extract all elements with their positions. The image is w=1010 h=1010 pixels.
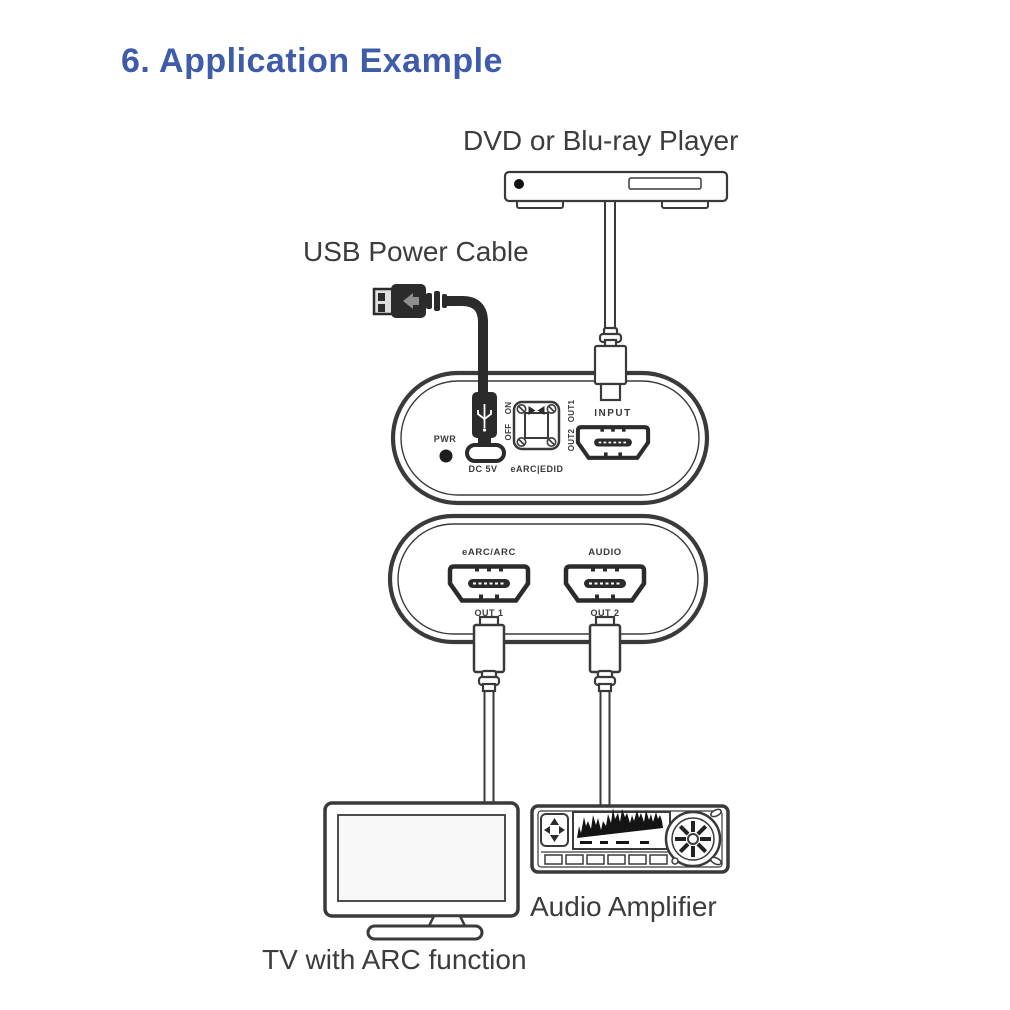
hdmi-out2-connector (588, 615, 622, 811)
dvd-player-label: DVD or Blu-ray Player (463, 125, 739, 156)
hdmi-input-port (578, 427, 648, 458)
tv-label: TV with ARC function (262, 944, 527, 975)
dvd-hdmi-cable (604, 199, 616, 333)
power-led (439, 449, 453, 463)
pwr-label: PWR (434, 434, 457, 444)
off-label: OFF (504, 424, 513, 441)
switch-knob-icon (528, 406, 536, 415)
amp-display (572, 808, 671, 850)
audio-amplifier-label: Audio Amplifier (530, 891, 717, 922)
amplifier-illustration (530, 804, 730, 874)
on-label: ON (504, 402, 513, 415)
usb-trident-icon (477, 404, 492, 432)
audio-port-label: AUDIO (588, 547, 622, 558)
usb-cable (447, 296, 488, 398)
switch-out1-label: OUT1 (567, 399, 576, 422)
switch-out2-label: OUT2 (567, 428, 576, 451)
dvd-player-illustration (503, 170, 729, 333)
switch-knob-icon (537, 406, 545, 415)
splitter-bottom-view: eARC/ARC AUDIO OUT 1 OUT 2 (387, 513, 709, 645)
hdmi-input-connector (593, 326, 628, 402)
hdmi-out2-port (566, 567, 644, 601)
usb-power-cable-illustration (372, 284, 497, 445)
tv-screen (337, 814, 506, 902)
usb-trident-icon (403, 293, 413, 309)
earc-edid-marking: eARC|EDID (510, 464, 563, 474)
amp-screw (710, 856, 722, 866)
micro-usb-port (465, 443, 506, 463)
dvd-disc-tray (628, 177, 702, 190)
page-title: 6. Application Example (121, 42, 503, 80)
dc5v-marking: DC 5V (468, 464, 497, 474)
out2-label: OUT 2 (590, 608, 619, 618)
edid-switch (512, 400, 561, 451)
amp-knob (664, 810, 722, 868)
tv-illustration (323, 801, 520, 941)
amp-screw (710, 808, 722, 818)
input-label: INPUT (594, 408, 632, 419)
amp-buttons (541, 851, 668, 865)
dvd-power-led (514, 179, 524, 189)
usb-power-cable-label: USB Power Cable (303, 236, 529, 267)
hdmi-out1-connector (472, 615, 506, 807)
splitter-top-view: PWR ON OFF OUT1 OU (390, 370, 710, 506)
amp-screw (671, 857, 679, 865)
tv-stand-base (366, 924, 484, 941)
out1-label: OUT 1 (474, 608, 503, 618)
hdmi-out1-port (450, 567, 528, 601)
earc-arc-port-label: eARC/ARC (462, 547, 516, 558)
amp-dpad (540, 813, 569, 847)
